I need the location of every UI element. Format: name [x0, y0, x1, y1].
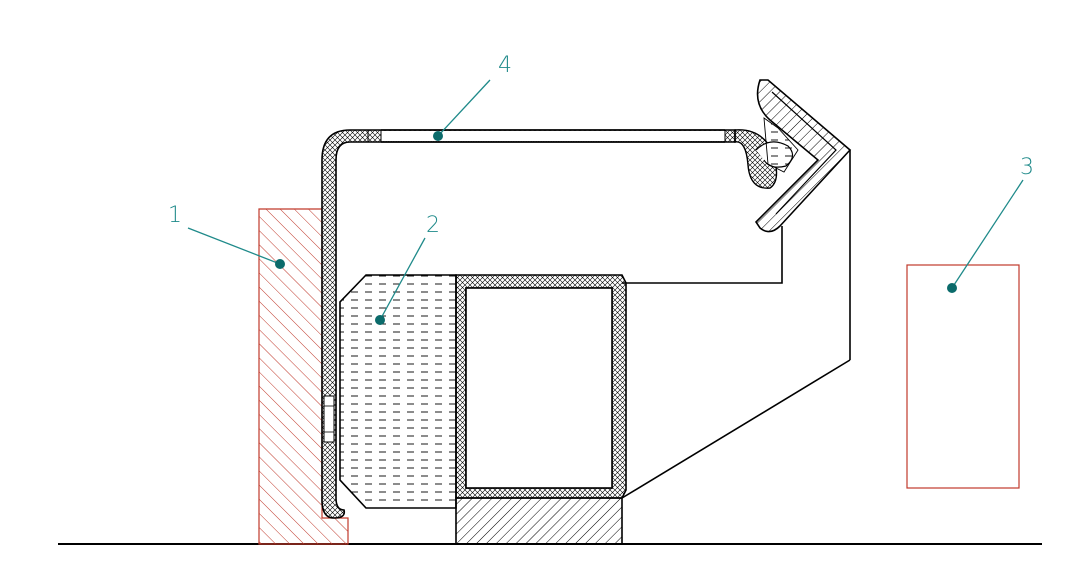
callout-2-label: 2 — [426, 213, 440, 238]
rectangular-tube — [455, 274, 627, 499]
callout-3-dot — [947, 283, 957, 293]
dashed-filled-block — [339, 274, 457, 509]
top-profile-strip — [321, 129, 736, 519]
callout-1: 1 — [168, 203, 285, 269]
red-outline-box — [906, 264, 1020, 489]
callout-3: 3 — [947, 155, 1034, 293]
callout-4: 4 — [433, 53, 512, 141]
callout-4-label: 4 — [498, 53, 512, 78]
callout-1-label: 1 — [168, 203, 182, 228]
angle-profile — [754, 79, 852, 233]
callout-1-dot — [275, 259, 285, 269]
base-block — [455, 497, 623, 545]
callout-2: 2 — [375, 213, 440, 325]
frame-lines — [621, 150, 851, 499]
corner-seal — [734, 117, 799, 189]
callout-3-label: 3 — [1020, 155, 1034, 180]
callout-2-dot — [375, 315, 385, 325]
callout-4-dot — [433, 131, 443, 141]
